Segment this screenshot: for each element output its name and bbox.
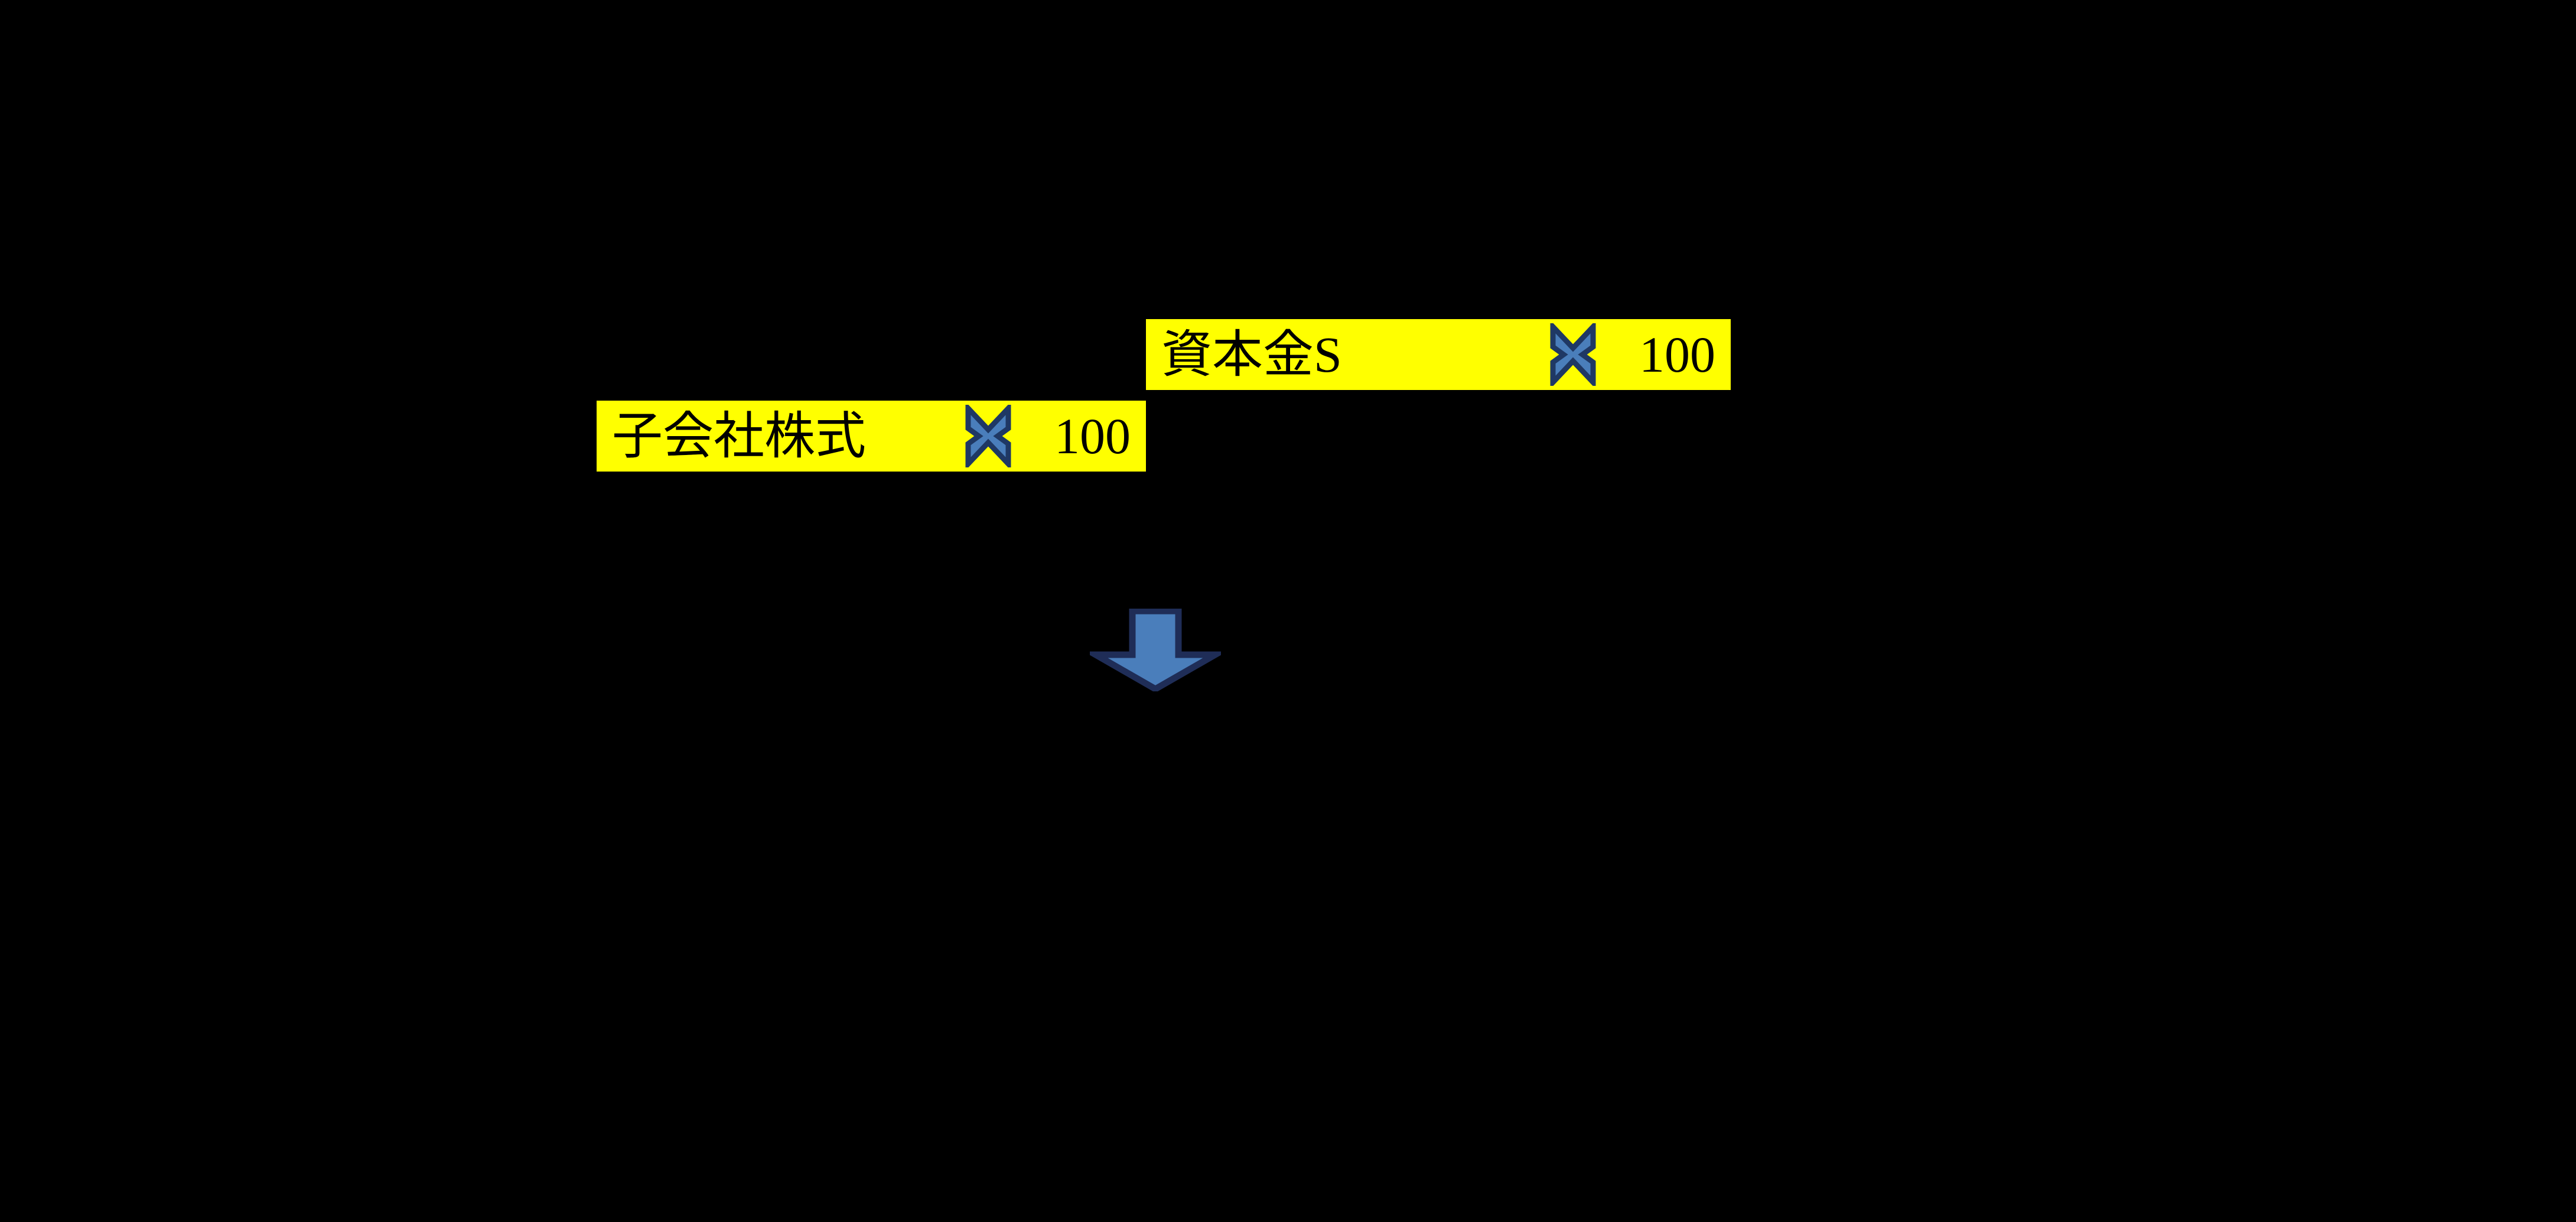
down-arrow-icon [1090,609,1221,691]
step2-table-title: P社・連結貸借対照表（期首） [808,896,1478,953]
step2-row1-asset-label: 諸資産 [607,1061,763,1117]
step1-row0-liability-label: 資本金P [1081,252,1266,309]
highlight-subsidiary-shares-label: 子会社株式 [612,408,866,464]
step1-row2-liability-amount: 1,200 [1572,414,1689,471]
step1-row0-liability-amount: 800 [1611,252,1689,309]
highlight-capital-s-label: 資本金S [1161,326,1342,383]
x-mark-icon [1548,323,1598,386]
highlight-subsidiary-shares-amount: 100 [1054,408,1131,464]
annotation-left: 資本金Sとダブリ→ [183,414,627,471]
step1-row1-asset-amount: 1,000 [940,334,1057,391]
step1-subtitle: ×1年1月1日時点（スタート時）のP社S社合算・貸借対照表 [495,84,1821,141]
step2-row1-liability-label: 利益剰余金 [1081,1061,1340,1117]
step2-row1-liability-amount: 1,200 [1572,1061,1689,1117]
highlight-capital-s[interactable]: 資本金S 100 [1146,319,1731,390]
step2-subtitle: ×1年1月1日時点（スタート時）のP社・連結借対照表 [532,818,1725,875]
step1-row0-asset-label: 現金預金 [607,252,815,309]
x-mark-icon [963,405,1013,467]
step1-row1-asset-label: 諸資産 [607,334,763,391]
highlight-capital-s-amount: 100 [1639,326,1715,383]
step2-row0-asset-label: 現金預金 [607,979,815,1036]
step2-row0-asset-amount: 1,000 [940,979,1057,1036]
step2-row0-liability-label: 資本金P [1081,979,1266,1036]
step1-table-title: P社S社・合算貸借対照表（期首） [776,168,1527,225]
step2-row1-asset-amount: 1,000 [940,1061,1057,1117]
highlight-subsidiary-shares[interactable]: 子会社株式 100 [597,401,1146,472]
step1-title: ※連結ステップ①合算 [917,0,1436,57]
step2-row0-liability-amount: 800 [1611,979,1689,1036]
step1-row2-liability-label: 利益剰余金 [1155,414,1414,471]
step2-title: ※連結ステップ②相殺 [917,734,1436,791]
step1-row0-asset-amount: 1,000 [940,252,1057,309]
annotation-right: ←子会社株式100とダブリ [1710,334,2308,391]
